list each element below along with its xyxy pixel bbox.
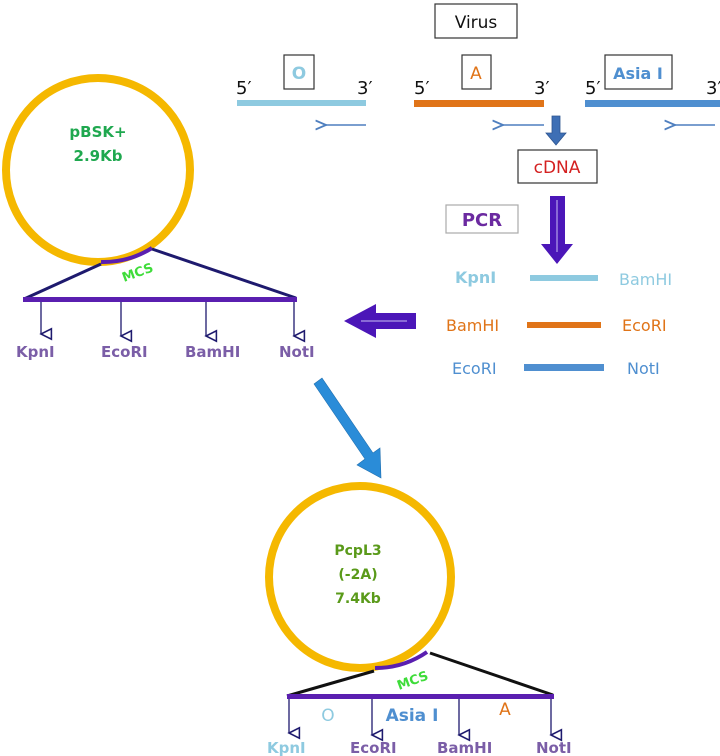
construct-name: PcpL3 (334, 543, 381, 559)
site-label: BamHI (185, 343, 240, 361)
plasmid-circle (265, 482, 455, 672)
strain-asia-i-label: Asia I (613, 64, 663, 83)
construct-variant: (-2A) (338, 567, 377, 583)
site-label: EcoRI (452, 359, 497, 378)
mcs-arc (100, 246, 154, 265)
strain-a: 5′ 3′ A (414, 54, 550, 125)
site-label: NotI (627, 359, 660, 378)
site-label: EcoRI (101, 343, 148, 361)
mcs-expansion-line (429, 651, 554, 697)
strain-o: 5′ 3′ O (236, 54, 373, 125)
site-label: KpnI (455, 268, 496, 287)
cdna-label: cDNA (534, 158, 581, 178)
down-arrow-icon (545, 115, 567, 146)
strain-o-label: O (292, 64, 306, 84)
ligation-left-arrow-icon (344, 304, 416, 338)
insert-label: Asia I (386, 706, 439, 726)
virus-label: Virus (455, 13, 498, 33)
site-label: NotI (279, 343, 315, 361)
site-label: EcoRI (350, 739, 397, 756)
pbsk-plasmid: pBSK+ 2.9Kb MCS KpnI EcoRI BamHI NotI (2, 74, 315, 361)
three-prime-label: 3′ (534, 78, 550, 99)
site-label: EcoRI (622, 316, 667, 335)
strain-a-box (461, 54, 492, 90)
strain-asia-i: 5′ 3′ Asia I (585, 54, 720, 125)
mcs-label: MCS (395, 669, 430, 694)
mcs-bar (23, 297, 297, 302)
insert-label: O (321, 706, 334, 726)
mcs-bar (287, 694, 554, 699)
pcr-box: PCR (445, 204, 519, 234)
fragment-bar (530, 275, 598, 281)
fragment-bar (524, 364, 604, 371)
site-label: KpnI (16, 343, 55, 361)
three-prime-label: 3′ (357, 78, 373, 99)
insert-label: A (499, 700, 511, 720)
pcr-down-arrow-icon (541, 196, 573, 264)
pcr-fragment-3: EcoRI NotI (452, 359, 660, 378)
vector-size: 2.9Kb (74, 147, 123, 165)
strain-asia-i-genome-bar (585, 100, 720, 107)
five-prime-label: 5′ (414, 78, 430, 99)
pcpl3-construct: PcpL3 (-2A) 7.4Kb MCS O Asia I A KpnI Ec… (265, 482, 572, 756)
mcs-expansion-line (286, 669, 375, 698)
site-label: BamHI (619, 270, 672, 289)
site-label: KpnI (267, 739, 306, 756)
site-label: BamHI (446, 316, 499, 335)
strain-a-label: A (470, 64, 482, 84)
site-label: NotI (536, 739, 572, 756)
cdna-box: cDNA (517, 149, 598, 184)
mcs-arc (374, 650, 429, 671)
mcs-label: MCS (120, 261, 155, 286)
plasmid-circle (2, 74, 194, 266)
mcs-expansion-line (151, 247, 297, 300)
pcr-label: PCR (462, 210, 502, 231)
virus-box: Virus (434, 3, 518, 39)
strain-asia-i-box (604, 54, 673, 90)
strain-o-box (283, 54, 315, 90)
site-label: BamHI (437, 739, 492, 756)
vector-name: pBSK+ (69, 123, 126, 141)
strain-a-genome-bar (414, 100, 544, 107)
three-prime-label: 3′ (706, 78, 720, 99)
five-prime-label: 5′ (585, 78, 601, 99)
pcr-fragment-1: KpnI BamHI (455, 268, 672, 289)
construct-size: 7.4Kb (335, 591, 381, 607)
five-prime-label: 5′ (236, 78, 252, 99)
diagonal-arrow-icon (313, 377, 382, 479)
strain-o-genome-bar (237, 100, 366, 106)
fragment-bar (527, 322, 601, 328)
pcr-fragment-2: BamHI EcoRI (446, 316, 667, 335)
mcs-expansion-line (23, 262, 102, 301)
